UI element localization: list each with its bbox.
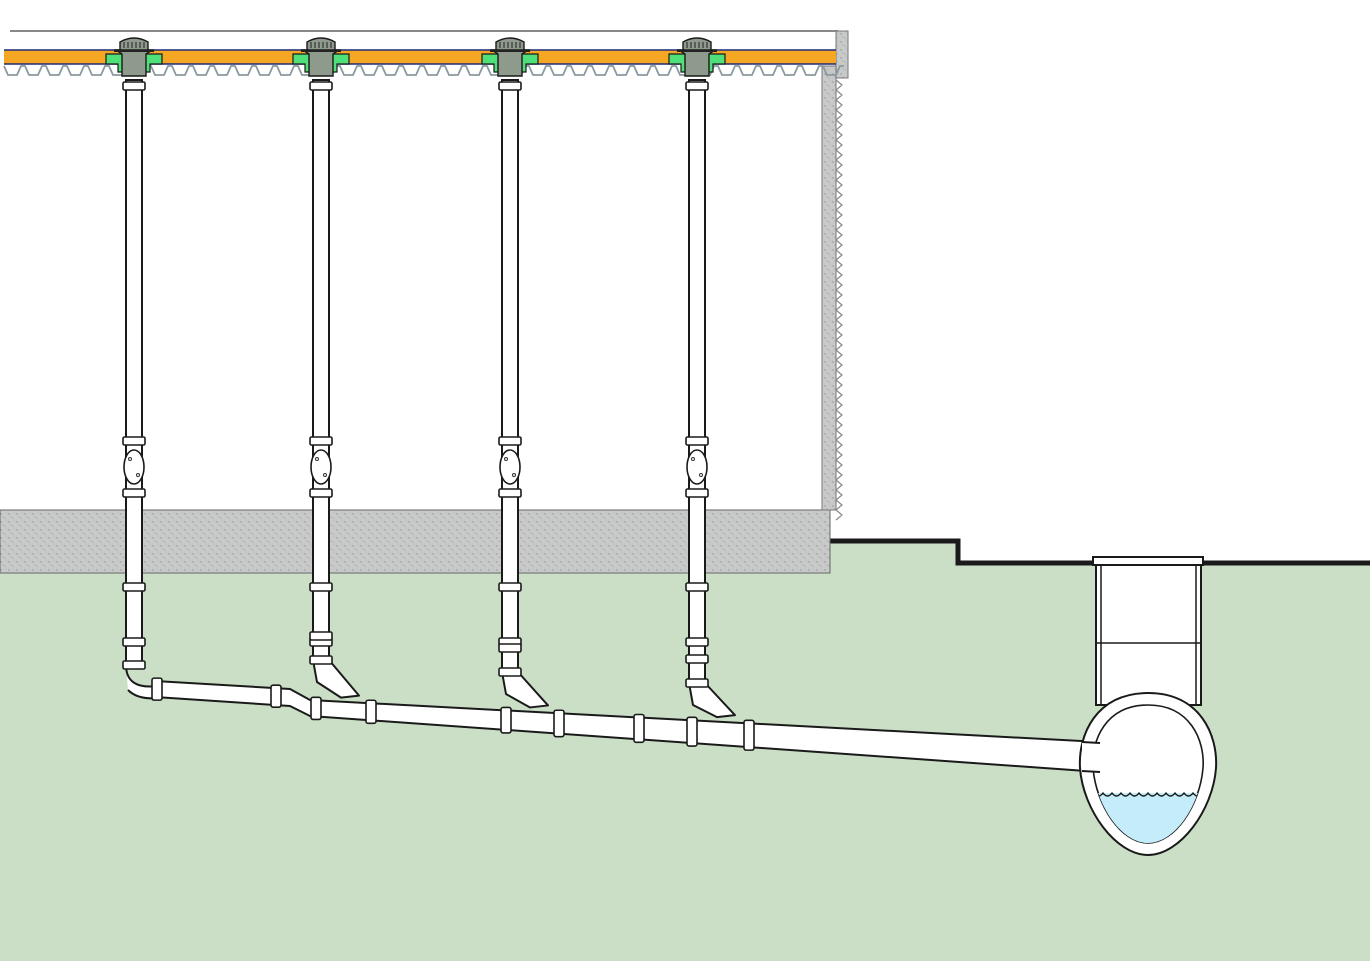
pipe-coupler <box>309 655 333 665</box>
vertical-pipe <box>312 79 330 661</box>
drain-body <box>676 49 718 77</box>
drain-dome <box>119 37 149 51</box>
bracket-bolt <box>504 457 508 461</box>
collector-coupler <box>270 684 282 708</box>
downpipe-1 <box>105 37 163 700</box>
pipe-bracket <box>123 449 145 485</box>
chamber-shaft <box>1095 564 1202 706</box>
pipe-coupler <box>685 582 709 592</box>
inspection-chamber <box>1078 556 1218 857</box>
pipe-outlet <box>1082 742 1100 772</box>
collector-coupler <box>686 716 698 747</box>
collector-coupler <box>743 719 755 751</box>
collector-coupler <box>151 677 163 701</box>
bracket-bolt <box>699 473 703 477</box>
downpipe-4 <box>668 37 736 719</box>
pipe-coupler <box>309 488 333 498</box>
roof-drain-4 <box>668 37 726 77</box>
pipe-coupler <box>122 488 146 498</box>
pipe-coupler <box>309 582 333 592</box>
pipe-coupler <box>498 582 522 592</box>
vertical-pipe <box>125 79 143 666</box>
bracket-bolt <box>136 473 140 477</box>
pipe-bracket <box>686 449 708 485</box>
collector-couplers <box>151 677 755 751</box>
pipe-bracket <box>310 449 332 485</box>
pipe-coupler <box>498 488 522 498</box>
drain-body <box>489 49 531 77</box>
bracket-bolt <box>323 473 327 477</box>
pipe-coupler <box>685 654 709 664</box>
pipe-coupler <box>685 488 709 498</box>
roof-drain-3 <box>481 37 539 77</box>
drain-dome <box>682 37 712 51</box>
downpipe-2 <box>292 37 360 699</box>
pipe-coupler <box>685 81 709 91</box>
roof-insulation <box>4 50 836 64</box>
collector-coupler <box>500 706 512 734</box>
pipe-coupler <box>498 436 522 446</box>
collector-coupler <box>553 709 565 738</box>
drain-dome <box>495 37 525 51</box>
bracket-bolt <box>691 457 695 461</box>
building-wall <box>821 65 837 511</box>
ground-soil <box>0 541 1370 961</box>
pipe-coupler <box>685 678 709 688</box>
collector-coupler <box>310 696 322 721</box>
pipe-coupler <box>122 637 146 647</box>
collector-coupler <box>365 699 377 725</box>
pipe-coupler <box>309 631 333 641</box>
pipe-coupler <box>685 637 709 647</box>
pipe-bracket <box>499 449 521 485</box>
downpipes <box>105 37 736 719</box>
wall-insulation-zigzag <box>835 79 843 521</box>
chamber-cover <box>1092 556 1204 566</box>
drain-body <box>300 49 342 77</box>
roof-drain-2 <box>292 37 350 77</box>
pipe-coupler <box>685 436 709 446</box>
pipe-coupler <box>122 582 146 592</box>
pipe-coupler <box>122 436 146 446</box>
bracket-bolt <box>128 457 132 461</box>
bracket-bolt <box>315 457 319 461</box>
pipe-coupler <box>498 643 522 653</box>
roof-drain-1 <box>105 37 163 77</box>
vertical-pipe <box>688 79 706 684</box>
downpipe-3 <box>481 37 549 709</box>
pipe-coupler <box>309 436 333 446</box>
pipe-coupler <box>122 81 146 91</box>
drain-body <box>113 49 155 77</box>
pipe-coupler <box>498 667 522 677</box>
pipe-coupler <box>309 81 333 91</box>
collector-coupler <box>633 713 645 744</box>
drain-dome <box>306 37 336 51</box>
pipe-coupler <box>498 81 522 91</box>
bracket-bolt <box>512 473 516 477</box>
pipe-coupler <box>122 660 146 670</box>
